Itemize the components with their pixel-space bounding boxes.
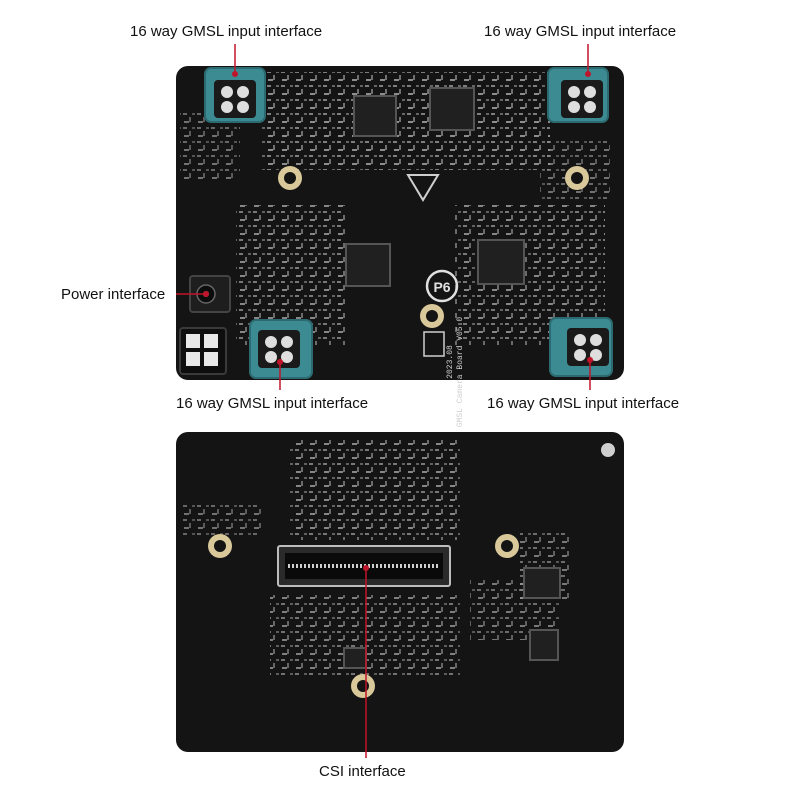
callout-gmsl-top-left: 16 way GMSL input interface [130, 23, 323, 40]
mounting-hole-icon [495, 534, 519, 558]
callout-gmsl-bottom-right: 16 way GMSL input interface [487, 395, 680, 412]
chip-icon [529, 629, 559, 661]
bottom-board [176, 432, 624, 752]
top-board: P6 GMSL Camera Board V05.0 2023.08 [176, 66, 624, 427]
component-area [290, 440, 460, 540]
fakra-connector-icon[interactable] [249, 319, 313, 379]
callout-power: Power interface [61, 286, 166, 303]
chip-icon [477, 239, 525, 285]
callout-gmsl-bottom-left: 16 way GMSL input interface [176, 395, 369, 412]
mounting-hole-icon [565, 166, 589, 190]
warning-mark [406, 174, 440, 202]
board-date-print: 2023.08 [446, 345, 455, 379]
callout-gmsl-top-right: 16 way GMSL input interface [484, 23, 677, 40]
fakra-connector-icon[interactable] [549, 317, 613, 377]
callout-lines [176, 44, 593, 758]
csi-slot-icon[interactable] [277, 545, 451, 587]
chip-icon [429, 87, 475, 131]
mounting-hole-icon [351, 674, 375, 698]
chip-icon [345, 243, 391, 287]
power-header-icon [179, 327, 227, 375]
recycle-mark [423, 331, 445, 357]
component-area [182, 505, 262, 535]
fakra-connector-icon[interactable] [204, 67, 266, 123]
mounting-hole-icon [278, 166, 302, 190]
chip-icon [353, 95, 397, 137]
logo-text: P6 [433, 279, 450, 295]
mounting-hole-icon [208, 534, 232, 558]
logo-mark [425, 269, 459, 303]
chip-icon [343, 647, 367, 669]
component-area [262, 72, 550, 170]
chip-icon [523, 567, 561, 599]
callout-csi: CSI interface [319, 763, 406, 780]
corner-pad [601, 443, 615, 457]
fakra-connector-icon[interactable] [547, 67, 609, 123]
board-model-print: GMSL Camera Board V05.0 [456, 317, 465, 428]
mounting-hole-icon [420, 304, 444, 328]
